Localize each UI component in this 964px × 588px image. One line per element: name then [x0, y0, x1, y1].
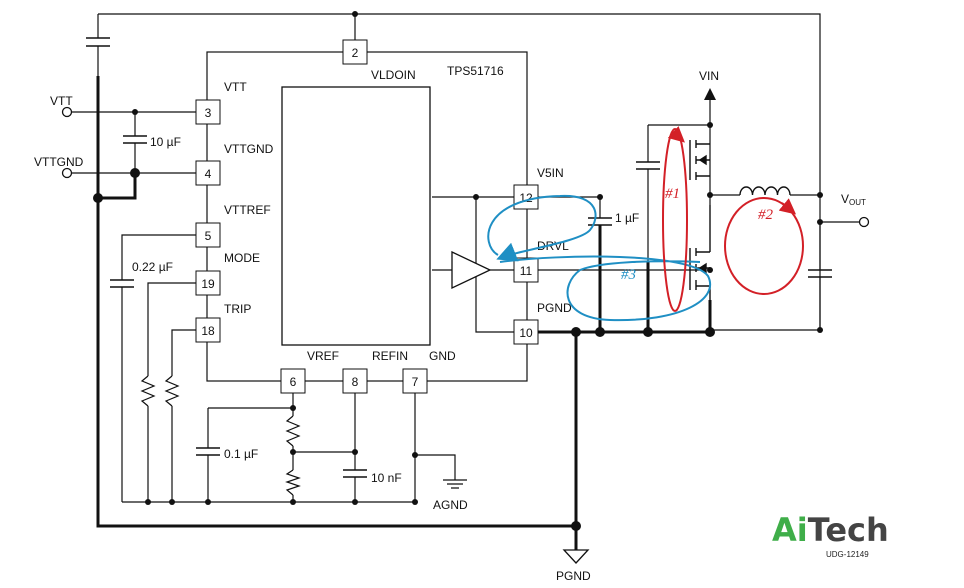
vtt-net-label: VTT	[50, 94, 73, 108]
vttgnd-net-label: VTTGND	[34, 155, 84, 169]
junction-dots	[93, 11, 823, 531]
high-side-mosfet	[689, 140, 710, 180]
vref-upper-resistor	[285, 415, 301, 447]
pgnd-symbol	[562, 549, 590, 564]
inductor	[739, 186, 791, 196]
pin-18: 18	[195, 317, 221, 343]
vldoin-label: VLDOIN	[371, 68, 416, 82]
vout-terminal	[858, 216, 870, 228]
pin-11: 11	[513, 257, 539, 283]
c-vtt-label: 10 µF	[150, 135, 181, 149]
resistor-symbols	[140, 375, 301, 496]
pin-19: 19	[195, 270, 221, 296]
vttref-capacitor	[110, 279, 134, 288]
trip-resistor	[164, 375, 180, 407]
current-loops: #3 #1 #2	[487, 126, 804, 322]
aitech-logo: AiTech	[772, 511, 889, 549]
v5in-capacitor	[588, 217, 612, 226]
vtt-capacitor	[123, 135, 147, 144]
svg-text:10: 10	[519, 326, 533, 340]
svg-text:18: 18	[201, 324, 215, 338]
pin-6: 6	[280, 368, 306, 394]
pin-10: 10	[513, 319, 539, 345]
pin-2: 2	[342, 39, 368, 65]
pin-boxes: 2 3 4 5 19 18 6 8 7 12 11 10	[195, 39, 539, 394]
low-side-mosfet	[689, 205, 711, 300]
vtt-pin-label: VTT	[224, 80, 247, 94]
vout-net-label: VOUT	[841, 192, 866, 207]
svg-text:4: 4	[205, 167, 212, 181]
vttgnd-terminal	[61, 167, 73, 179]
svg-text:11: 11	[520, 264, 533, 278]
power-ground-bus	[96, 76, 712, 550]
mode-pin-label: MODE	[224, 251, 260, 265]
svg-text:19: 19	[201, 277, 215, 291]
c-refin-label: 10 nF	[371, 471, 402, 485]
vref-lower-resistor	[285, 469, 301, 496]
refin-pin-label: REFIN	[372, 349, 408, 363]
pin-12: 12	[513, 184, 539, 210]
gnd-pin-label: GND	[429, 349, 456, 363]
loop-3-upper	[487, 194, 597, 262]
pin-8: 8	[342, 368, 368, 394]
vref-pin-label: VREF	[307, 349, 339, 363]
svg-text:AiTech: AiTech	[772, 511, 889, 549]
refin-capacitor	[343, 469, 367, 478]
vref-capacitor	[196, 447, 220, 456]
terminal-circles	[61, 106, 870, 228]
loop-2-label: #2	[758, 207, 774, 223]
output-capacitor	[808, 269, 832, 278]
loop-3-lower	[499, 255, 711, 322]
vin-arrow-icon	[704, 88, 716, 100]
labels: TPS51716 VLDOIN VTT VTTGND VTTREF MODE T…	[34, 64, 866, 583]
c-vref-label: 0.1 µF	[224, 447, 258, 461]
document-id: UDG-12149	[826, 550, 869, 559]
svg-text:6: 6	[290, 375, 297, 389]
driver-buffer	[451, 250, 492, 290]
loop-1-ellipse	[662, 128, 688, 312]
chip-name: TPS51716	[447, 64, 504, 78]
c-vttref-label: 0.22 µF	[132, 260, 173, 274]
loop-1-label: #1	[665, 186, 680, 202]
chip-core	[281, 86, 431, 346]
agnd-net-label: AGND	[433, 498, 468, 512]
pin-7: 7	[402, 368, 428, 394]
vttgnd-pin-label: VTTGND	[224, 142, 274, 156]
pgnd-net-label: PGND	[556, 569, 591, 583]
svg-text:2: 2	[352, 46, 359, 60]
vttref-pin-label: VTTREF	[224, 203, 271, 217]
top-decoupling-capacitor	[86, 37, 110, 47]
mode-resistor	[140, 375, 156, 407]
pin-3: 3	[195, 99, 221, 125]
pgnd-pin-label: PGND	[537, 301, 572, 315]
agnd-symbol	[443, 479, 467, 489]
input-capacitor	[636, 161, 660, 170]
vin-net-label: VIN	[699, 69, 719, 83]
svg-text:8: 8	[352, 375, 359, 389]
vtt-terminal	[61, 106, 73, 118]
svg-text:3: 3	[205, 106, 212, 120]
pin-5: 5	[195, 222, 221, 248]
c-v5in-label: 1 µF	[615, 211, 639, 225]
trip-pin-label: TRIP	[224, 302, 251, 316]
svg-text:7: 7	[412, 375, 419, 389]
svg-text:5: 5	[205, 229, 212, 243]
v5in-pin-label: V5IN	[537, 166, 564, 180]
capacitor-symbols	[86, 37, 832, 478]
loop-3-label: #3	[621, 267, 636, 283]
pin-4: 4	[195, 160, 221, 186]
loop-2-ellipse	[724, 197, 804, 295]
